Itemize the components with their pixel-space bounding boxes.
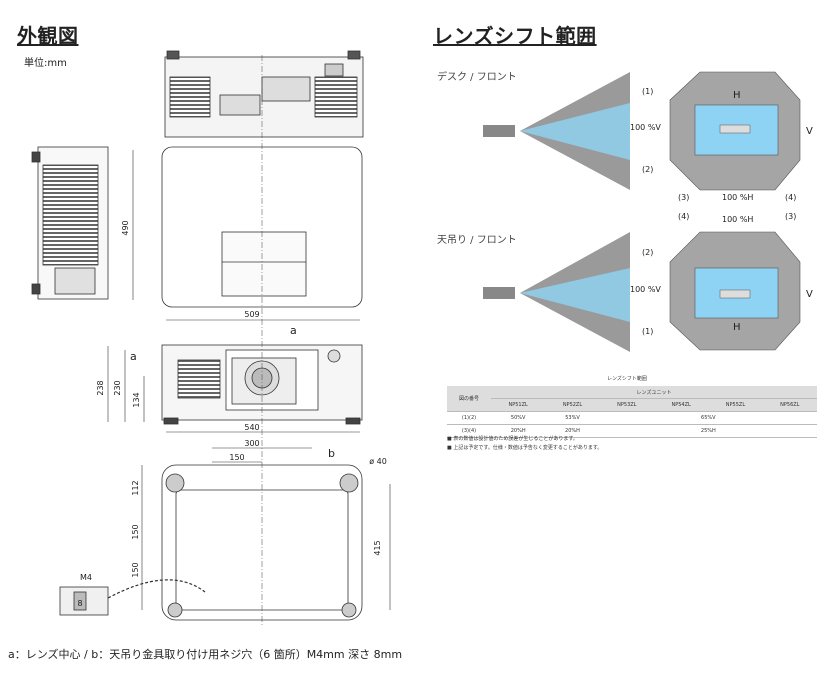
dim-depth-bottom: 415 — [373, 540, 382, 555]
row-cell: 53%V — [545, 411, 600, 425]
row-cell: 20%H — [491, 424, 546, 438]
table-model: NP55ZL — [708, 398, 763, 412]
lens-shift-title: レンズシフト範囲 — [433, 24, 597, 48]
table-note-2: ■ 上記は予定です。仕様・数値は予告なく変更することがあります。 — [447, 445, 603, 451]
row-cell: 20%H — [545, 424, 600, 438]
row-cell: 50%V — [491, 411, 546, 425]
table-model: NP51ZL — [491, 398, 546, 412]
dim-hole-dia: ø 40 — [369, 457, 387, 466]
table-group: レンズユニット — [491, 386, 817, 399]
dim-112: 112 — [131, 480, 140, 495]
note-text: 表の数値は設計値のため誤差が生じることがあります。 — [453, 436, 578, 442]
table-model: NP56ZL — [762, 398, 817, 412]
table-model: NP53ZL — [599, 398, 654, 412]
dim-hole-offset: 150 — [229, 453, 244, 462]
table-caption: レンズシフト範囲 — [607, 376, 647, 382]
dim-width: 509 — [244, 310, 259, 319]
dim-150b: 150 — [131, 562, 140, 577]
dim-width-bottom: 540 — [244, 423, 259, 432]
marker-a-front: a — [130, 350, 137, 363]
dim-depth: 490 — [121, 220, 130, 235]
dim-height-total: 238 — [96, 380, 105, 395]
table-row: (1)(2) 50%V 53%V 65%V — [447, 411, 817, 425]
row-label: (3)(4) — [447, 424, 491, 438]
table-model: NP52ZL — [545, 398, 600, 412]
table-note-1: ■ 表の数値は設計値のため誤差が生じることがあります。 — [447, 436, 578, 442]
dim-lens-center: 134 — [132, 392, 141, 407]
table-col0: 図の番号 — [447, 386, 491, 412]
dim-thread: M4 — [80, 573, 92, 582]
row-label: (1)(2) — [447, 411, 491, 425]
row-cell: 25%H — [599, 424, 817, 438]
marker-a-top: a — [290, 324, 297, 337]
table-model: NP54ZL — [653, 398, 709, 412]
dim-hole-span: 300 — [244, 439, 259, 448]
dim-height-body: 230 — [113, 380, 122, 395]
note-text: 上記は予定です。仕様・数値は予告なく変更することがあります。 — [453, 445, 603, 451]
exterior-footnote: a：レンズ中心 / b：天吊り金具取り付け用ネジ穴（6 箇所）M4mm 深さ 8… — [8, 648, 403, 661]
table-row: (3)(4) 20%H 20%H 25%H — [447, 424, 817, 438]
unit-label: 単位:mm — [24, 58, 67, 69]
dim-thread-depth: 8 — [77, 599, 82, 608]
dim-150a: 150 — [131, 524, 140, 539]
lens-shift-table: 図の番号 レンズユニット NP51ZL NP52ZL NP53ZL NP54ZL… — [447, 386, 817, 438]
exterior-title: 外観図 — [17, 24, 79, 48]
marker-b: b — [328, 447, 335, 460]
row-cell: 65%V — [599, 411, 817, 425]
